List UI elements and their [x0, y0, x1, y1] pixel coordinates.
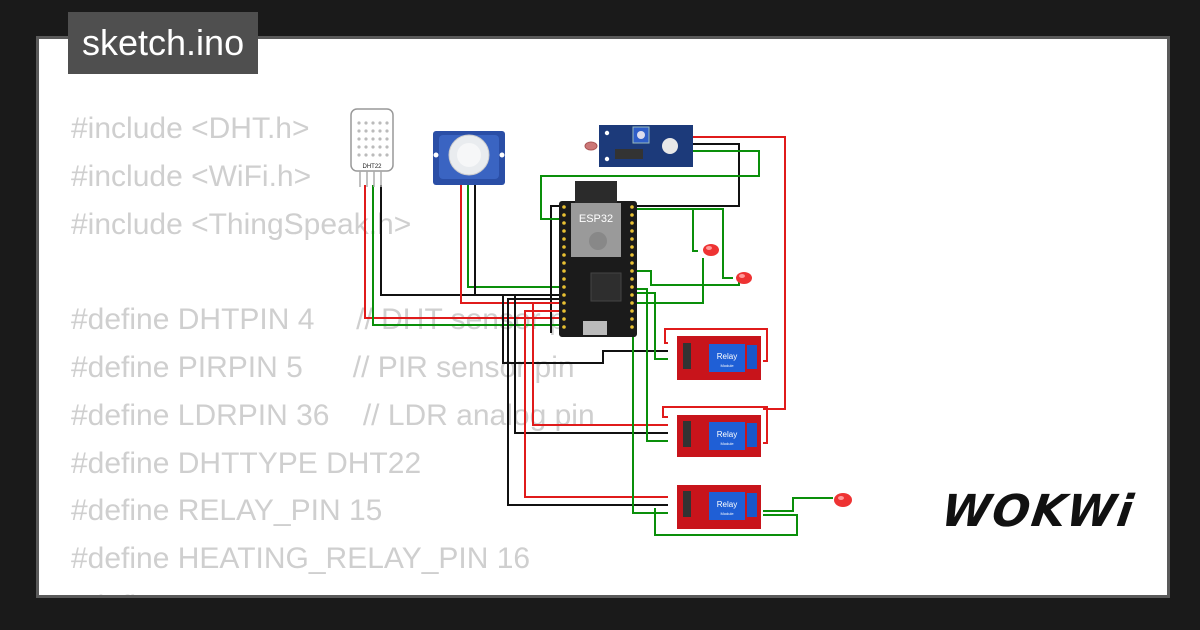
project-preview-card: #include <DHT.h> #include <WiFi.h> #includ… [36, 36, 1170, 598]
wires [364, 136, 833, 536]
wire-black [380, 185, 563, 296]
code-line: #define LDRPIN 36 // LDR analog pin [71, 398, 595, 432]
code-line: #define PIRPIN 5 // PIR sensor pin [71, 350, 575, 384]
circuit-diagram: DHT22 ESP32 [350, 108, 852, 536]
code-line: #include <DHT.h> [71, 112, 310, 145]
dht22-label: DHT22 [362, 164, 382, 170]
wire-red [532, 302, 668, 426]
wire-green [632, 297, 668, 514]
relay-module-1[interactable]: Relay Module [677, 336, 761, 380]
wire-black [507, 298, 668, 506]
wire-green [372, 185, 563, 326]
esp32-board[interactable]: ESP32 [559, 181, 637, 337]
led-red-2[interactable] [736, 272, 752, 284]
wire-green [763, 497, 833, 512]
wire-red [691, 136, 786, 410]
code-line: #define COOLING_RELAY_PIN 17 [71, 583, 595, 595]
wire-red [460, 183, 563, 304]
esp32-label: ESP32 [579, 213, 613, 225]
wire-green [633, 258, 704, 304]
code-line: #define DHTTYPE DHT22 [71, 446, 422, 480]
wire-red [664, 328, 768, 362]
relay-sublabel: Module [720, 511, 734, 516]
wire-green [540, 150, 760, 220]
wire-red [662, 406, 768, 444]
wire-green [633, 292, 668, 360]
wire-red [524, 310, 668, 498]
file-tab-title[interactable]: sketch.ino [68, 12, 259, 74]
relay-module-2[interactable]: Relay Module [677, 415, 761, 457]
wire-black [550, 143, 740, 333]
relay-module-3[interactable]: Relay Module [677, 485, 761, 529]
wire-green [654, 508, 798, 536]
led-red-3[interactable] [834, 493, 852, 507]
wire-green [633, 208, 698, 252]
relay-label: Relay [717, 430, 737, 439]
relay-sublabel: Module [720, 363, 734, 368]
wire-green [467, 183, 563, 288]
wokwi-logo: WOKWi [938, 486, 1139, 537]
relay-sublabel: Module [720, 441, 734, 446]
wire-black [502, 294, 668, 364]
ldr-module[interactable] [584, 125, 693, 167]
code-preview: #include <DHT.h> #include <WiFi.h> #includ… [71, 105, 595, 595]
relay-label: Relay [717, 352, 737, 361]
wire-green [693, 208, 733, 279]
pir-motion-sensor[interactable] [433, 131, 505, 185]
relay-label: Relay [717, 500, 737, 509]
code-line: #define RELAY_PIN 15 [71, 494, 383, 528]
code-line: #include <WiFi.h> [71, 159, 312, 193]
dht22-sensor[interactable]: DHT22 [350, 108, 394, 187]
code-line: #include <ThingSpeak.h> [71, 207, 412, 241]
wire-green [633, 288, 668, 442]
code-line: #define HEATING_RELAY_PIN 16 [71, 542, 531, 576]
led-red-1[interactable] [703, 244, 719, 256]
wire-green [633, 270, 740, 286]
wire-black [514, 295, 668, 434]
wire-red [364, 185, 563, 319]
